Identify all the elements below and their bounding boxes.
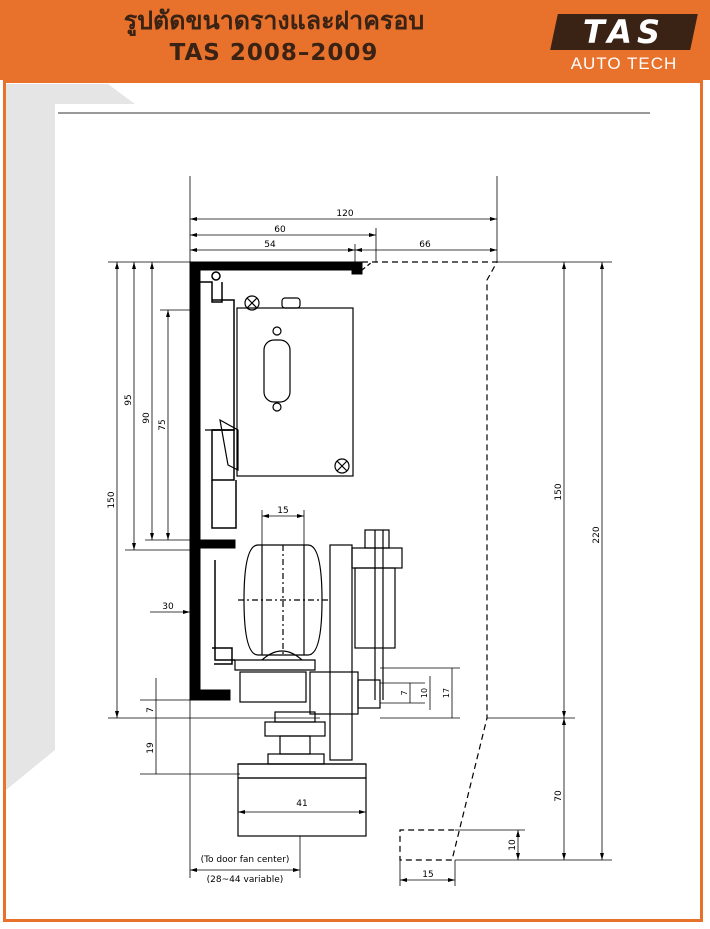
dim-label-17-bolt: 17 xyxy=(442,688,451,698)
dim-label-10-bolt: 10 xyxy=(420,688,429,698)
logo-text: TAS xyxy=(582,13,666,51)
motor-housing xyxy=(205,295,354,477)
rail-profile xyxy=(189,261,363,701)
brand-logo: TAS AUTO TECH xyxy=(548,4,704,76)
dim-label-120: 120 xyxy=(336,209,353,219)
dim-label-90: 90 xyxy=(142,412,152,424)
hanger-bracket xyxy=(234,529,403,837)
note-variable: (28~44 variable) xyxy=(207,875,284,885)
dim-label-7-left: 7 xyxy=(146,707,156,713)
dim-label-10-right: 10 xyxy=(508,839,518,851)
dim-label-15-bottom: 15 xyxy=(422,870,433,880)
background-flap xyxy=(6,84,135,790)
dimension-arrows xyxy=(115,262,190,718)
dim-label-7-bolt: 7 xyxy=(400,690,409,695)
dim-label-70: 70 xyxy=(554,790,564,802)
dim-label-19: 19 xyxy=(146,742,156,754)
roller-wheel xyxy=(238,544,330,661)
dim-label-75: 75 xyxy=(158,419,168,430)
dim-label-60: 60 xyxy=(274,225,286,235)
dim-label-95: 95 xyxy=(124,394,134,405)
dim-label-220: 220 xyxy=(592,526,602,543)
cover-outline-dashed xyxy=(361,261,373,271)
dim-label-41: 41 xyxy=(296,799,307,809)
dim-label-150-left: 150 xyxy=(107,491,117,508)
logo-subtext: AUTO TECH xyxy=(570,54,678,73)
page-title-thai: รูปตัดขนาดรางและฝาครอบ xyxy=(123,6,425,35)
dim-label-150-right: 150 xyxy=(554,483,564,500)
note-door-center: (To door fan center) xyxy=(201,855,290,865)
dim-label-54: 54 xyxy=(264,240,276,250)
header-bar: รูปตัดขนาดรางและฝาครอบ TAS 2008–2009 TAS… xyxy=(0,0,710,80)
rail-details xyxy=(200,271,237,665)
page-title-model: TAS 2008–2009 xyxy=(169,40,379,66)
content-frame xyxy=(3,80,703,922)
dimension-arrows xyxy=(190,217,497,252)
dim-label-66: 66 xyxy=(419,240,431,250)
dim-label-30: 30 xyxy=(162,602,174,612)
dim-label-15-roller: 15 xyxy=(277,506,288,516)
title-block: รูปตัดขนาดรางและฝาครอบ TAS 2008–2009 xyxy=(0,4,548,68)
cover-outline-dashed xyxy=(362,261,499,861)
